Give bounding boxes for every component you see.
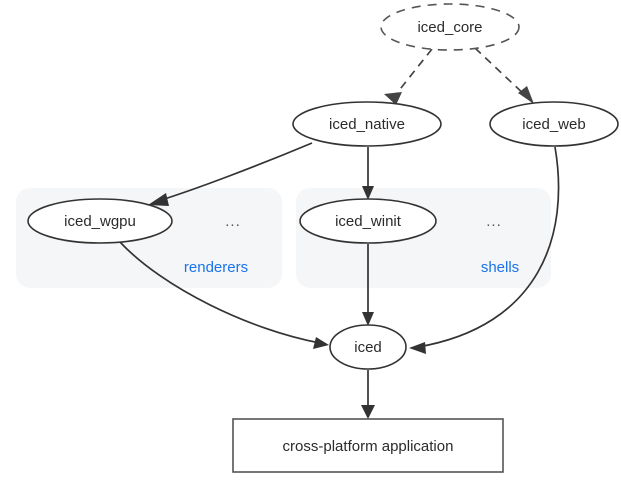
node-iced[interactable]: iced [329, 324, 407, 370]
node-iced-native-label: iced_native [329, 116, 405, 133]
node-iced-web-label: iced_web [522, 116, 585, 133]
cluster-renderers-label: renderers [184, 259, 248, 276]
node-iced-core-label: iced_core [417, 19, 482, 36]
node-iced-winit-label: iced_winit [335, 213, 402, 230]
node-iced-core-shape[interactable] [380, 3, 520, 51]
node-iced-shape[interactable] [329, 324, 407, 370]
node-iced-native-shape[interactable] [292, 101, 442, 147]
node-cross-platform-application[interactable]: cross-platform application [232, 418, 504, 473]
edge-iced-core-to-iced-native [384, 48, 433, 105]
node-iced-wgpu[interactable]: iced_wgpu [27, 198, 173, 244]
edge-iced-web-to-iced [409, 146, 560, 354]
edge-iced-native-to-iced-winit [362, 147, 374, 200]
edge-iced-to-application [361, 370, 375, 419]
node-iced-core[interactable]: iced_core [380, 3, 520, 51]
edge-iced-wgpu-to-iced [119, 241, 329, 349]
node-iced-wgpu-label: iced_wgpu [64, 213, 136, 230]
node-iced-winit-shape[interactable] [299, 198, 437, 244]
cluster-renderers-ellipsis: ... [225, 213, 241, 230]
node-iced-web-shape[interactable] [489, 101, 619, 147]
node-cross-platform-application-shape[interactable] [232, 418, 504, 473]
node-iced-native[interactable]: iced_native [292, 101, 442, 147]
edge-iced-core-to-iced-web [474, 47, 534, 104]
edge-iced-winit-to-iced [362, 244, 374, 326]
cluster-shells-label: shells [481, 259, 519, 276]
node-iced-web[interactable]: iced_web [489, 101, 619, 147]
node-iced-winit[interactable]: iced_winit [299, 198, 437, 244]
cluster-shells-ellipsis: ... [486, 213, 502, 230]
node-iced-label: iced [354, 339, 382, 356]
edge-iced-native-to-iced-wgpu [148, 142, 313, 206]
node-cross-platform-application-label: cross-platform application [283, 438, 454, 455]
node-iced-wgpu-shape[interactable] [27, 198, 173, 244]
